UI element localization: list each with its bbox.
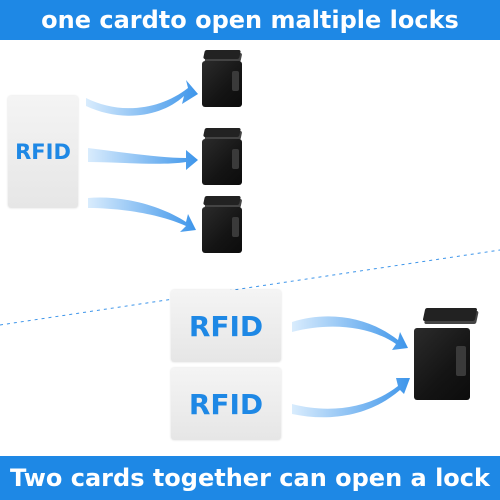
footer-text: Two cards together can open a lock	[10, 464, 490, 492]
arrow-to-lock-3	[88, 197, 196, 232]
rfid-card-left: RFID	[8, 96, 78, 208]
lock-icon-2	[200, 128, 248, 188]
arrow-to-lock-2	[88, 148, 198, 170]
arrow-card-1-to-lock	[292, 316, 408, 350]
rfid-card-right-bottom: RFID	[171, 368, 281, 440]
header-text: one cardto open maltiple locks	[41, 6, 459, 34]
rfid-card-right-top-label: RFID	[188, 309, 264, 343]
header-banner: one cardto open maltiple locks	[0, 0, 500, 40]
arrow-card-2-to-lock	[292, 378, 410, 418]
rfid-card-right-top: RFID	[171, 290, 281, 362]
divider-line	[0, 249, 500, 326]
lock-icon-3	[200, 196, 248, 256]
lock-icon-1	[200, 50, 248, 110]
arrow-to-lock-1	[86, 80, 198, 116]
rfid-card-right-bottom-label: RFID	[188, 387, 264, 421]
lock-icon-large	[412, 308, 478, 404]
footer-banner: Two cards together can open a lock	[0, 456, 500, 500]
rfid-card-left-label: RFID	[15, 140, 71, 164]
